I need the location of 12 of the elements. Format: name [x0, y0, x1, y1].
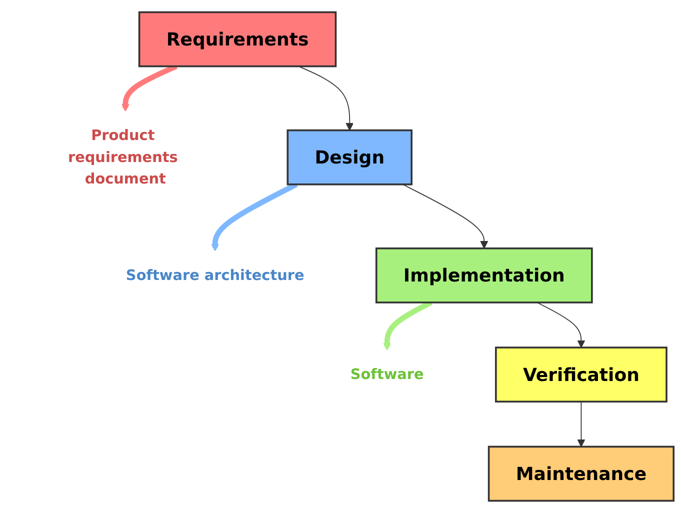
arrow [402, 184, 488, 249]
arrow [536, 302, 585, 348]
node-box: Maintenance [487, 446, 674, 502]
arrow [576, 401, 585, 448]
node-text: Product requirements document [68, 126, 178, 188]
node-box: Implementation [375, 247, 592, 304]
node-box: Verification [494, 346, 667, 403]
node-box: Requirements [138, 11, 336, 68]
node-text: Software architecture [126, 266, 304, 284]
arrow [298, 66, 354, 131]
node-text: Software [350, 366, 424, 383]
node-box: Design [286, 129, 412, 186]
